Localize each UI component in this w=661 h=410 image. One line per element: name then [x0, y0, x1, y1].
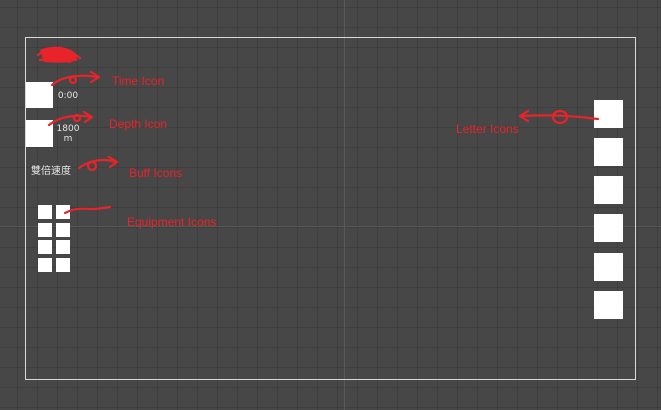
canvas-frame	[25, 37, 636, 380]
time-icon[interactable]	[26, 82, 53, 108]
depth-unit: m	[63, 134, 73, 144]
equipment-slot[interactable]	[56, 240, 70, 254]
equipment-slot[interactable]	[56, 223, 70, 237]
buff-label: 雙倍速度	[31, 166, 71, 177]
annotation-letter: Letter Icons	[456, 122, 519, 136]
equipment-slot[interactable]	[56, 205, 70, 219]
letter-icon[interactable]	[594, 138, 623, 166]
letter-icon[interactable]	[594, 253, 623, 281]
equipment-slot[interactable]	[56, 258, 70, 272]
letter-icon[interactable]	[594, 214, 623, 242]
letter-icon[interactable]	[594, 176, 623, 204]
equipment-slot[interactable]	[38, 258, 52, 272]
grid-horizontal-axis	[0, 226, 661, 227]
time-value: 0:00	[57, 91, 79, 101]
annotation-equipment: Equipment Icons	[127, 215, 217, 229]
annotation-time: Time Icon	[112, 74, 165, 88]
depth-icon[interactable]	[26, 120, 53, 147]
annotation-depth: Depth Icon	[109, 117, 168, 131]
equipment-slot[interactable]	[38, 223, 52, 237]
letter-icon[interactable]	[594, 291, 623, 319]
letter-icon[interactable]	[594, 100, 623, 128]
equipment-slot[interactable]	[38, 205, 52, 219]
equipment-slot[interactable]	[38, 240, 52, 254]
grid-vertical-axis	[344, 0, 345, 410]
depth-value: 1800	[56, 124, 80, 134]
annotation-buff: Buff Icons	[129, 166, 183, 180]
